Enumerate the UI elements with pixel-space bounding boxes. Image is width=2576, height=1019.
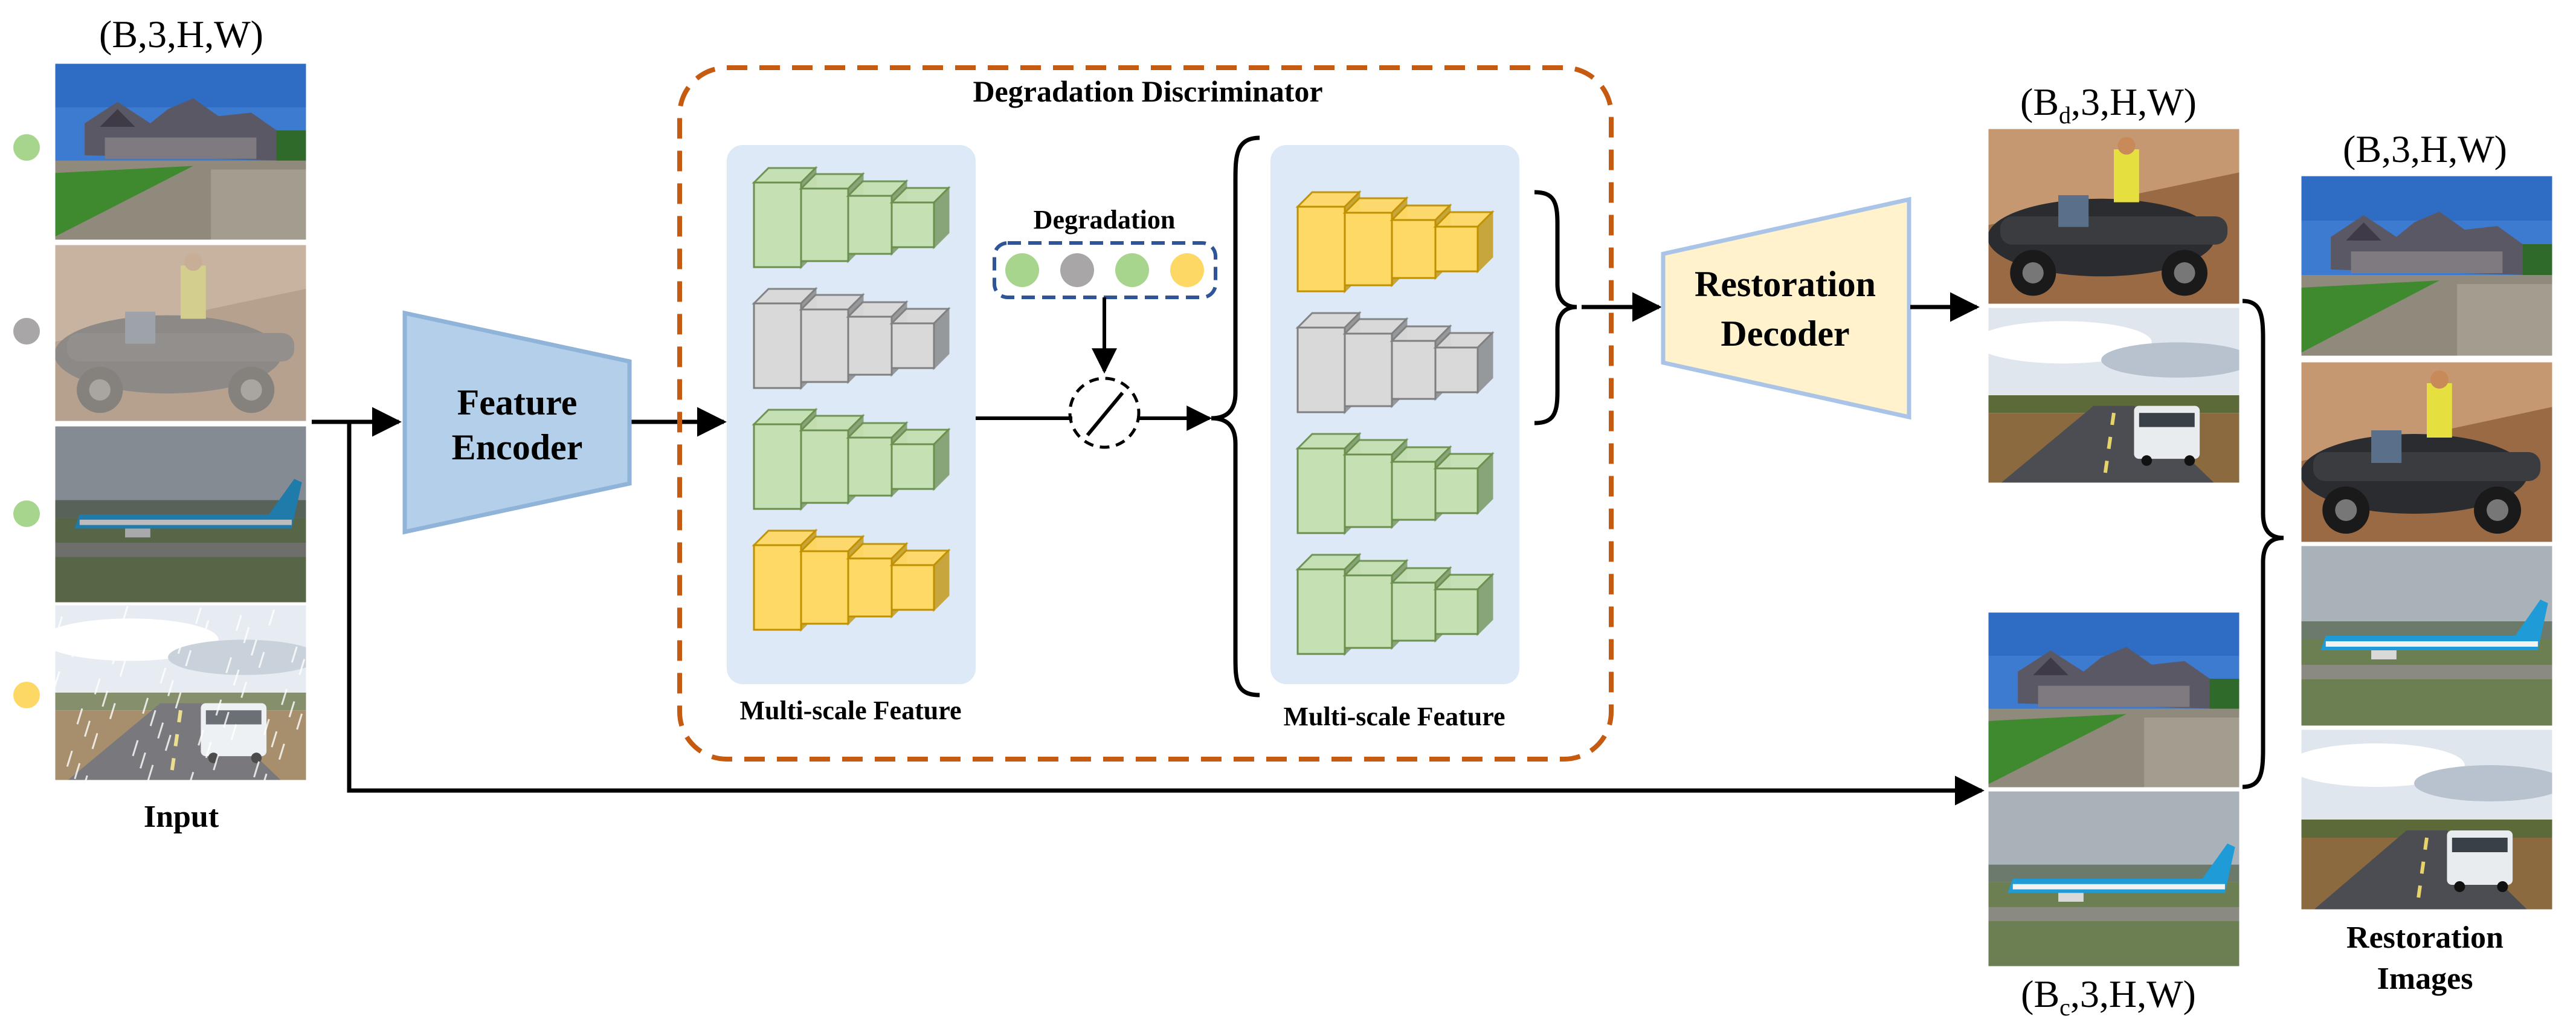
right-panel-brace [1211,135,1260,697]
restoration-decoder-block [1661,196,1911,420]
degradation-type-dot [1170,253,1204,287]
feature-cube-stack [752,528,951,632]
discriminator-title: Degradation Discriminator [973,74,1322,108]
degradation-dot [13,682,40,708]
degradation-dot [13,318,40,345]
degradation-selector-dots [1005,253,1204,287]
restored-image [2299,728,2554,911]
left-multiscale-label: Multi-scale Feature [740,696,962,725]
input-image [53,62,308,242]
degradation-dot [13,134,40,161]
right-multiscale-label: Multi-scale Feature [1284,702,1505,731]
outputs-brace [2242,299,2284,789]
restored-shape-label: (B,3,H,W) [2343,128,2507,170]
degradation-discriminator-border [677,65,1614,762]
degradation-type-dot [1060,253,1094,287]
right-feature-stacks [1295,190,1495,656]
decoder-label-line1: Restoration [1695,264,1876,304]
feature-cube-stack [752,166,951,270]
degradation-type-dot [1005,253,1039,287]
restored-image [2299,544,2554,728]
restored-label-line1: Restoration [2346,920,2504,955]
switch-blade [1086,392,1124,436]
switch-circle [1068,377,1141,449]
degraded-output-image [1986,127,2241,306]
input-image [53,603,308,782]
input-image [53,424,308,604]
clean-output-image [1986,610,2241,789]
degraded-output-shape: (Bd,3,H,W) [2020,80,2197,129]
feature-cube-stack [1295,311,1495,415]
restored-image [2299,174,2554,358]
restored-label-line2: Images [2377,962,2473,996]
left-feature-stacks [752,166,951,632]
feature-cube-stack [752,286,951,390]
clean-output-image [1986,789,2241,968]
feature-cube-stack [1295,432,1495,535]
degradation-dot [13,500,40,527]
image-thumbnails [53,62,2554,968]
feature-cube-stack [1295,190,1495,294]
degraded-output-image [1986,306,2241,485]
input-degradation-dots [13,134,40,708]
skip-to-clean-arrow [347,422,1985,806]
decoder-label-line2: Decoder [1721,314,1849,354]
clean-output-shape: (Bc,3,H,W) [2021,972,2196,1019]
selected-feature-brace [1534,190,1577,425]
encoder-label-line1: Feature [457,383,578,422]
input-label: Input [144,800,219,834]
restored-image [2299,360,2554,544]
feature-encoder-block [402,310,632,535]
degradation-type-dot [1115,253,1149,287]
feature-cube-stack [1295,552,1495,656]
encoder-label-line2: Encoder [452,427,583,467]
feature-cube-stack [752,407,951,511]
input-image [53,243,308,423]
degradation-label: Degradation [1034,205,1176,235]
input-shape-label: (B,3,H,W) [99,13,263,56]
